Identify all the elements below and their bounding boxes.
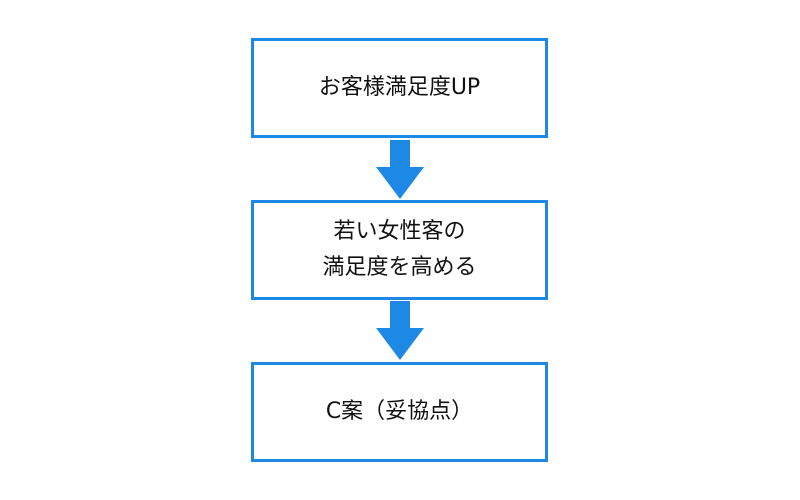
flow-step-1: お客様満足度UP <box>251 38 548 138</box>
flow-step-3-label: C案（妥協点） <box>325 399 474 424</box>
down-arrow-shape <box>376 140 424 199</box>
down-arrow-icon <box>376 140 424 199</box>
flow-step-2: 若い女性客の 満足度を高める <box>251 200 548 300</box>
flow-step-1-label: お客様満足度UP <box>318 75 481 100</box>
down-arrow-icon <box>376 301 424 360</box>
flow-step-2-label: 若い女性客の 満足度を高める <box>322 219 477 280</box>
down-arrow-shape <box>376 301 424 360</box>
flow-step-3: C案（妥協点） <box>251 362 548 462</box>
